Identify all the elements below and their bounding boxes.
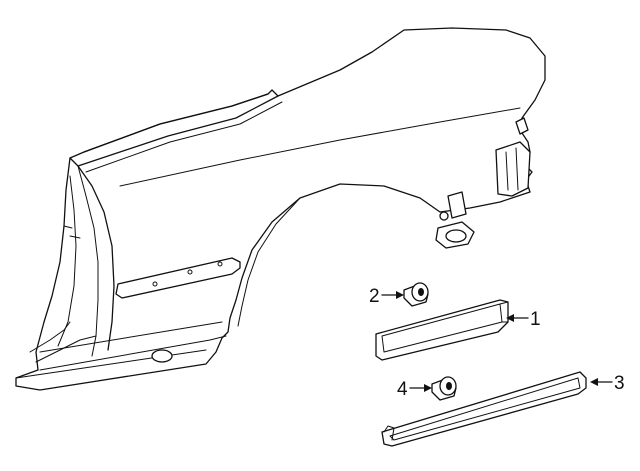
callout-arrows — [381, 291, 613, 392]
callout-label-3: 3 — [614, 373, 625, 394]
callout-label-1: 1 — [530, 309, 541, 330]
callout-label-4: 4 — [397, 379, 408, 400]
quarter-panel — [15, 27, 546, 391]
part-1-moulding — [375, 299, 509, 361]
callout-label-2: 2 — [369, 286, 380, 307]
part-3-moulding — [381, 371, 587, 447]
part-2-clip — [403, 282, 429, 307]
part-4-clip — [431, 376, 457, 401]
